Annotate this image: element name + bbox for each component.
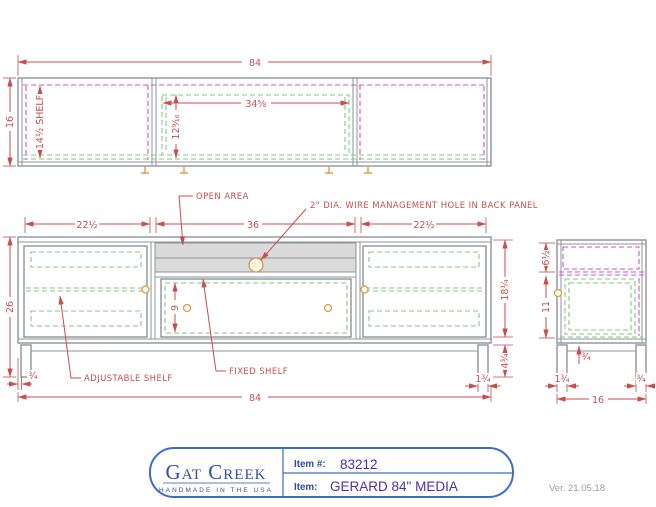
fixed-shelf-label: FIXED SHELF xyxy=(229,367,288,377)
item-label: Item: xyxy=(294,482,317,493)
side-view-case xyxy=(556,239,647,344)
open-area-band xyxy=(154,242,357,259)
front-dim-left-section: 22½ xyxy=(76,220,97,231)
front-dim-drawer-height: 9 xyxy=(170,305,181,311)
side-back-leg xyxy=(635,344,647,378)
front-view: 22½ 36 22½ 26 9 18¼ 4¾ ¾ xyxy=(3,192,538,404)
drawer-knob-icon xyxy=(182,303,192,313)
front-dim-base-height: 4¾ xyxy=(500,353,511,368)
top-view: 84 16 14½ SHELF 34⅝ 12⁹⁄₁₆ xyxy=(3,55,492,174)
side-front-leg xyxy=(556,344,568,378)
item-number-label: Item #: xyxy=(294,459,326,470)
top-view-case xyxy=(17,77,492,167)
drawer-front xyxy=(160,278,352,338)
side-dim-leg-width: 1¾ xyxy=(554,374,569,385)
top-dim-overall-width: 84 xyxy=(249,58,261,69)
side-dim-leg-inset: ¾ xyxy=(636,374,645,385)
top-dim-opening-width: 34⅝ xyxy=(245,99,266,110)
front-dim-leg-width: 1¾ xyxy=(475,374,490,385)
front-right-leg xyxy=(477,344,489,378)
adjustable-shelf-label: ADJUSTABLE SHELF xyxy=(84,374,173,384)
brand-tagline: HANDMADE IN THE USA xyxy=(159,487,273,494)
hinge-marker-icons xyxy=(141,167,372,174)
side-dim-overall-depth: 16 xyxy=(592,395,604,406)
front-dim-center-section: 36 xyxy=(247,220,259,231)
open-area-label: OPEN AREA xyxy=(196,192,249,202)
left-door-knob-icon xyxy=(141,285,150,294)
side-dim-bottom-panel: ¾ xyxy=(581,352,590,363)
version-label: Ver. 21.05.18 xyxy=(549,483,605,494)
front-dim-leg-inset: ¾ xyxy=(28,371,37,382)
title-block-border xyxy=(149,447,514,498)
item-name-value: GERARD 84" MEDIA xyxy=(330,479,458,494)
front-dim-right-section: 22½ xyxy=(413,220,434,231)
brand-logo: Gat Creek xyxy=(166,460,267,484)
right-door-knob-icon xyxy=(360,285,369,294)
front-dim-overall-width: 84 xyxy=(249,393,261,404)
item-number-value: 83212 xyxy=(340,457,378,472)
wire-hole-label: 2" DIA. WIRE MANAGEMENT HOLE IN BACK PAN… xyxy=(310,201,538,211)
wire-management-hole xyxy=(248,257,264,273)
side-knob-icon xyxy=(553,288,563,298)
top-dim-opening-depth: 12⁹⁄₁₆ xyxy=(171,114,182,139)
front-dim-door-height: 18¼ xyxy=(500,279,511,300)
title-block: Gat Creek HANDMADE IN THE USA Item #: 83… xyxy=(149,447,514,498)
side-dim-door-opening: 11 xyxy=(541,301,552,313)
side-view: 6½ 11 ¾ 1¾ ¾ 16 xyxy=(539,239,656,406)
top-dim-shelf-depth: 14½ SHELF xyxy=(35,95,46,149)
front-left-leg xyxy=(20,344,32,378)
side-dim-top-opening: 6½ xyxy=(541,250,552,265)
drawer-knob-icon xyxy=(323,303,333,313)
front-dim-overall-height: 26 xyxy=(5,301,16,313)
top-dim-overall-depth: 16 xyxy=(5,116,16,128)
